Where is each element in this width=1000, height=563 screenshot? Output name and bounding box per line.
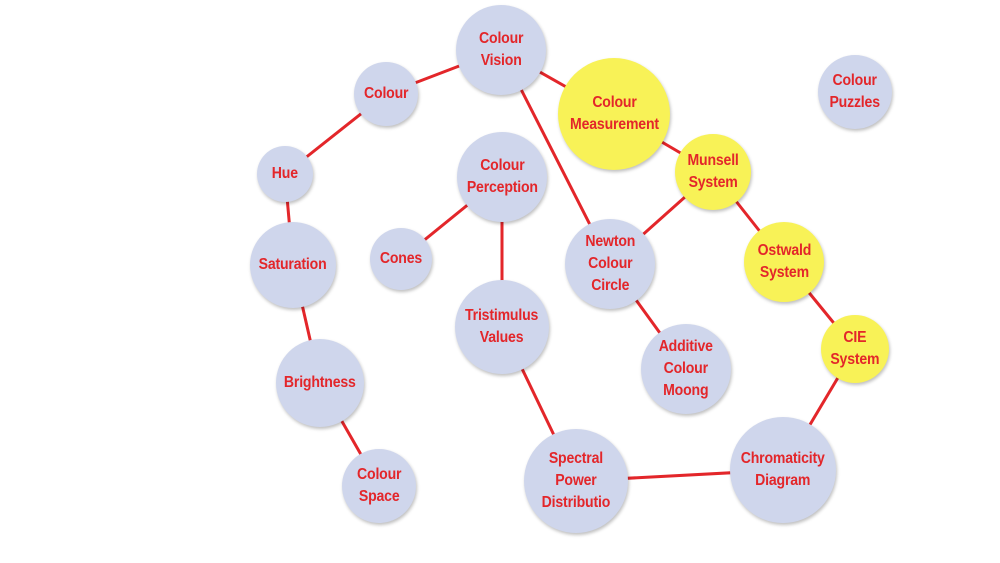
node-saturation[interactable]: Saturation [250,222,336,308]
node-label: Ostwald System [757,242,811,281]
node-additive-colour-moong[interactable]: Additive Colour Moong [641,324,731,414]
node-colour-puzzles[interactable]: Colour Puzzles [818,55,892,129]
node-newton-colour-circle[interactable]: Newton Colour Circle [565,219,655,309]
node-colour-measurement[interactable]: Colour Measurement [558,58,670,170]
node-label: CIE System [830,329,880,368]
node-label: Colour Puzzles [829,72,881,111]
node-colour-vision[interactable]: Colour Vision [456,5,546,95]
node-label: Cones [379,250,423,267]
node-label: Hue [271,165,299,182]
node-label: Colour [363,85,409,102]
node-label: Brightness [284,374,356,391]
node-colour[interactable]: Colour [354,62,418,126]
node-colour-perception[interactable]: Colour Perception [457,132,547,222]
node-chromaticity-diagram[interactable]: Chromaticity Diagram [730,417,836,523]
node-cie-system[interactable]: CIE System [821,315,889,383]
node-label: Spectral Power Distributio [541,450,611,511]
node-cones[interactable]: Cones [370,228,432,290]
node-ostwald-system[interactable]: Ostwald System [744,222,824,302]
node-label: Colour Vision [478,30,524,69]
node-label: Tristimulus Values [465,307,539,346]
node-hue[interactable]: Hue [257,146,313,202]
node-label: Colour Space [356,466,402,505]
node-spectral-power-distribution[interactable]: Spectral Power Distributio [524,429,628,533]
node-label: Munsell System [687,152,739,191]
node-tristimulus-values[interactable]: Tristimulus Values [455,280,549,374]
node-label: Additive Colour Moong [658,338,714,399]
node-label: Colour Perception [466,157,538,196]
node-brightness[interactable]: Brightness [276,339,364,427]
node-colour-space[interactable]: Colour Space [342,449,416,523]
node-munsell-system[interactable]: Munsell System [675,134,751,210]
node-label: Newton Colour Circle [585,233,635,294]
node-label: Saturation [259,256,327,273]
node-label: Chromaticity Diagram [741,450,825,489]
node-label: Colour Measurement [569,94,659,133]
